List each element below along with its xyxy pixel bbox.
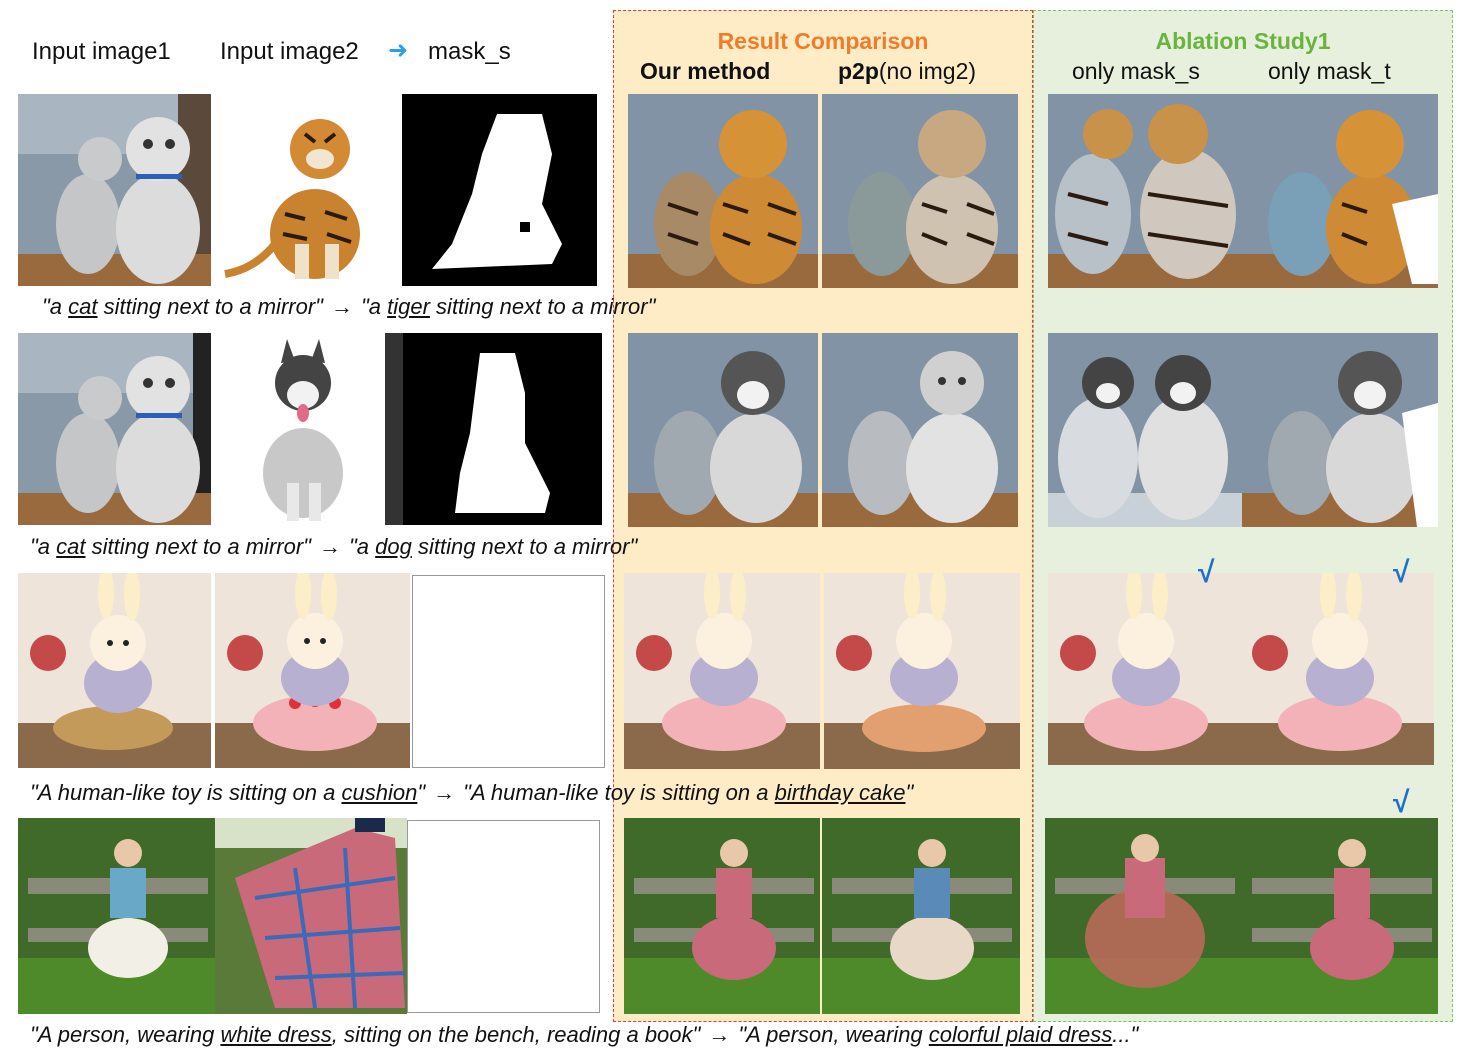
header-input-image1: Input image1: [32, 38, 171, 65]
mask-s-image-2: [385, 333, 602, 525]
check-icon: √: [1393, 786, 1410, 819]
header-our-method: Our method: [640, 58, 771, 84]
caption-row-4: "A person, wearing white dress, sitting …: [30, 1022, 1139, 1047]
toy-cushion-input-image: [18, 573, 211, 768]
header-only-mask-t: only mask_t: [1268, 58, 1391, 84]
check-icon: √: [1393, 556, 1410, 589]
result-p2p-toy: [824, 573, 1020, 769]
mask-s-image: [402, 94, 597, 286]
toy-cake-input-image: [215, 573, 410, 768]
ablation-mask-t-dog: [1242, 333, 1438, 527]
ablation-mask-s-dog: [1048, 333, 1242, 527]
cat-input-image-2: [18, 333, 211, 525]
ablation-mask-s-tiger: [1048, 94, 1242, 288]
header-input-image2: Input image2: [220, 38, 359, 65]
ablation-mask-s-toy: [1048, 573, 1240, 765]
tiger-input-image: [215, 94, 395, 286]
result-our-method-toy: [624, 573, 820, 769]
ablation-mask-t-tiger: [1242, 94, 1438, 288]
header-only-mask-s: only mask_s: [1072, 58, 1200, 84]
mask-s-empty-toy: [412, 575, 605, 768]
header-p2p: p2p(no img2): [838, 58, 977, 84]
mask-s-empty-person: [407, 820, 600, 1013]
caption-row-1: "a cat sitting next to a mirror"→"a tige…: [42, 294, 656, 319]
plaid-dress-input-image: [215, 818, 407, 1014]
header-mask-s: mask_s: [428, 38, 511, 65]
result-p2p-tiger: [822, 94, 1018, 288]
result-our-method-person: [624, 818, 820, 1014]
result-comparison-title: Result Comparison: [717, 28, 929, 54]
ablation-mask-t-toy: [1240, 573, 1434, 765]
person-bench-input-image: [18, 818, 215, 1014]
result-our-method-dog: [628, 333, 818, 527]
result-p2p-person: [822, 818, 1020, 1014]
result-p2p-dog: [822, 333, 1018, 527]
result-our-method-tiger: [628, 94, 818, 288]
ablation-mask-s-person: [1045, 818, 1242, 1014]
ablation-study-title: Ablation Study1: [1155, 28, 1331, 54]
caption-row-3: "A human-like toy is sitting on a cushio…: [30, 780, 914, 805]
arrow-icon: ➜: [388, 37, 409, 64]
ablation-mask-t-person: [1242, 818, 1438, 1014]
caption-row-2: "a cat sitting next to a mirror"→"a dog …: [30, 534, 638, 559]
dog-input-image: [223, 333, 383, 525]
check-icon: √: [1198, 556, 1215, 589]
cat-input-image: [18, 94, 211, 286]
